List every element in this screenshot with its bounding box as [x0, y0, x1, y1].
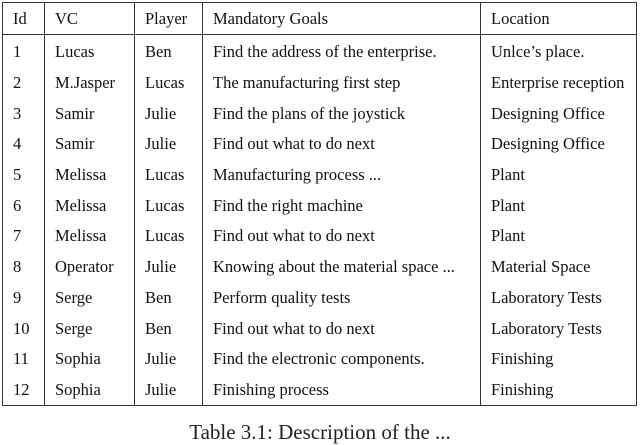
cell-vc: Samir	[44, 129, 135, 160]
cell-vc: Melissa	[44, 221, 135, 252]
cell-location: Designing Office	[480, 129, 637, 160]
cell-player: Lucas	[134, 190, 203, 222]
cell-goal: Find out what to do next	[202, 313, 481, 344]
cell-location: Unlce’s place.	[480, 34, 637, 68]
cell-id: 3	[2, 98, 45, 130]
cell-player: Ben	[134, 34, 203, 68]
cell-player: Lucas	[134, 67, 203, 99]
cell-location: Finishing	[480, 343, 637, 375]
cell-id: 9	[2, 282, 45, 314]
cell-location: Designing Office	[480, 98, 637, 130]
cell-vc: Serge	[44, 282, 135, 314]
cell-id: 12	[2, 374, 45, 406]
cell-vc: M.Jasper	[44, 67, 135, 99]
cell-location: Plant	[480, 159, 637, 191]
cell-vc: Samir	[44, 98, 135, 130]
cell-location: Plant	[480, 221, 637, 252]
cell-id: 8	[2, 251, 45, 283]
cell-goal: Finishing process	[202, 374, 481, 406]
cell-player: Julie	[134, 374, 203, 406]
cell-vc: Melissa	[44, 190, 135, 222]
cell-location: Laboratory Tests	[480, 282, 637, 314]
cell-vc: Sophia	[44, 343, 135, 375]
cell-location: Laboratory Tests	[480, 313, 637, 344]
cell-vc: Sophia	[44, 374, 135, 406]
cell-vc: Melissa	[44, 159, 135, 191]
cell-goal: Knowing about the material space ...	[202, 251, 481, 283]
cell-goal: Find the address of the enterprise.	[202, 34, 481, 68]
cell-id: 11	[2, 343, 45, 375]
cell-player: Julie	[134, 343, 203, 375]
cell-location: Plant	[480, 190, 637, 222]
cell-goal: Find out what to do next	[202, 221, 481, 252]
header-goals: Mandatory Goals	[202, 2, 481, 35]
cell-id: 6	[2, 190, 45, 222]
cell-player: Julie	[134, 98, 203, 130]
cell-goal: Perform quality tests	[202, 282, 481, 314]
table-caption: Table 3.1: Description of the ...	[189, 420, 451, 444]
cell-vc: Lucas	[44, 34, 135, 68]
cell-player: Julie	[134, 129, 203, 160]
cell-goal: Find the right machine	[202, 190, 481, 222]
header-row: Id VC Player Mandatory Goals Location	[2, 2, 637, 35]
header-player: Player	[134, 2, 203, 35]
cell-id: 7	[2, 221, 45, 252]
header-vc: VC	[44, 2, 135, 35]
cell-id: 10	[2, 313, 45, 344]
cell-goal: Find out what to do next	[202, 129, 481, 160]
header-id: Id	[2, 2, 45, 35]
cell-goal: Find the electronic components.	[202, 343, 481, 375]
cell-id: 1	[2, 34, 45, 68]
cell-location: Finishing	[480, 374, 637, 406]
cell-player: Julie	[134, 251, 203, 283]
cell-vc: Operator	[44, 251, 135, 283]
cell-id: 2	[2, 67, 45, 99]
cell-location: Material Space	[480, 251, 637, 283]
cell-goal: Find the plans of the joystick	[202, 98, 481, 130]
header-location: Location	[480, 2, 637, 35]
cell-vc: Serge	[44, 313, 135, 344]
cell-id: 5	[2, 159, 45, 191]
cell-goal: Manufacturing process ...	[202, 159, 481, 191]
cell-player: Ben	[134, 282, 203, 314]
cell-player: Ben	[134, 313, 203, 344]
cell-goal: The manufacturing first step	[202, 67, 481, 99]
cell-location: Enterprise reception	[480, 67, 637, 99]
cell-id: 4	[2, 129, 45, 160]
cell-player: Lucas	[134, 159, 203, 191]
cell-player: Lucas	[134, 221, 203, 252]
